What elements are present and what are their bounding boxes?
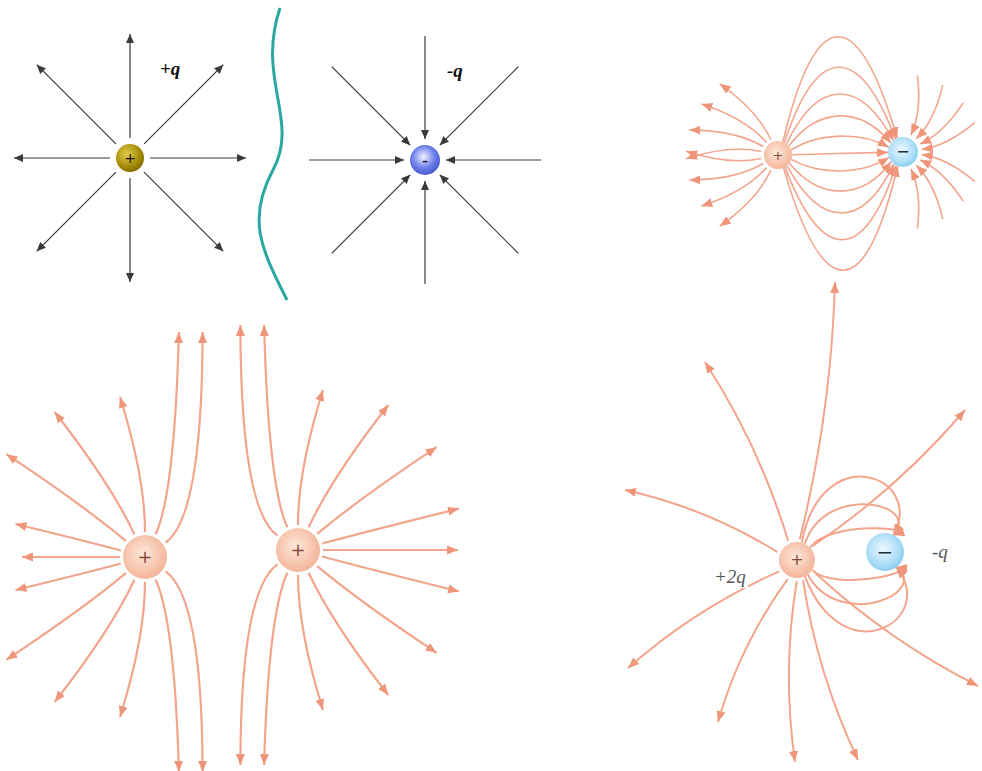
charge-label: -q <box>445 60 465 82</box>
field-line <box>16 524 121 551</box>
charge-circle: + <box>764 141 792 169</box>
field-line <box>808 567 904 604</box>
field-arrow <box>144 65 223 144</box>
charge-circle: + <box>123 535 167 579</box>
field-line <box>720 170 771 226</box>
field-line <box>791 157 889 171</box>
field-line <box>705 362 788 541</box>
field-line <box>120 397 145 532</box>
charge-circle: − <box>888 137 918 167</box>
field-line <box>22 556 120 558</box>
field-line <box>689 130 763 146</box>
field-line <box>323 549 458 551</box>
field-line <box>298 390 323 525</box>
field-line <box>803 580 858 760</box>
charge-circle: - <box>410 145 440 175</box>
charge-sign: + <box>137 548 152 566</box>
field-arrow <box>129 34 130 138</box>
field-line <box>317 566 436 653</box>
field-arrow <box>129 178 130 282</box>
field-line <box>298 575 323 710</box>
field-line <box>16 564 121 591</box>
field-line <box>166 332 203 543</box>
field-arrow <box>440 175 519 254</box>
field-line <box>814 572 978 686</box>
field-arrow <box>424 36 425 139</box>
field-line <box>6 454 125 541</box>
field-line <box>784 166 898 270</box>
field-line <box>156 332 179 534</box>
field-line <box>6 573 125 660</box>
field-line <box>55 412 135 534</box>
field-arrow <box>150 157 246 158</box>
charge-sign: − <box>896 144 909 160</box>
field-line <box>916 85 942 139</box>
field-line <box>264 573 287 765</box>
field-arrow <box>144 172 223 251</box>
field-arrow <box>424 181 425 284</box>
field-arrow <box>332 175 411 254</box>
field-line <box>240 564 277 765</box>
field-line <box>156 580 179 771</box>
field-line <box>720 84 771 140</box>
field-arrow <box>332 67 411 146</box>
charge-sign: − <box>877 542 894 562</box>
field-line <box>718 579 788 722</box>
field-line <box>309 405 389 527</box>
field-arrow <box>309 159 404 160</box>
charge-sign: + <box>290 541 305 559</box>
charge-sign: + <box>124 151 136 165</box>
field-line <box>911 169 919 228</box>
field-line <box>701 168 766 206</box>
charge-sign: - <box>422 152 428 169</box>
charge-label: +q <box>158 58 182 80</box>
charge-circle: − <box>866 533 904 571</box>
field-line <box>922 155 975 182</box>
field-line <box>309 573 389 695</box>
charge-label: -q <box>930 541 950 563</box>
field-line <box>701 104 766 142</box>
field-line <box>911 75 919 134</box>
charge-circle: + <box>779 542 815 578</box>
separator-curve <box>259 8 287 300</box>
charge-sign: + <box>773 149 784 162</box>
field-line <box>689 164 763 180</box>
field-line <box>625 490 778 552</box>
field-line <box>922 122 975 149</box>
field-arrow <box>37 172 116 251</box>
field-line <box>916 165 942 219</box>
charge-label: +2q <box>712 566 748 588</box>
charge-circle: + <box>276 528 320 572</box>
field-line <box>55 580 135 702</box>
field-line <box>166 571 203 771</box>
field-line <box>791 136 889 150</box>
field-line <box>792 152 888 154</box>
field-line <box>813 410 965 546</box>
field-line <box>317 447 436 534</box>
field-line <box>628 571 779 668</box>
field-line <box>805 567 907 631</box>
field-arrow <box>14 157 110 158</box>
field-line <box>920 103 963 144</box>
field-line <box>240 325 277 536</box>
field-line <box>783 37 897 142</box>
field-arrow <box>446 159 541 160</box>
field-line <box>120 582 145 717</box>
field-line <box>920 160 963 201</box>
field-arrow <box>37 65 116 144</box>
field-line <box>789 581 797 762</box>
field-line <box>686 149 761 158</box>
field-line <box>264 325 287 527</box>
charge-circle: + <box>116 144 144 172</box>
field-line <box>789 162 891 192</box>
charge-sign: + <box>790 552 803 568</box>
